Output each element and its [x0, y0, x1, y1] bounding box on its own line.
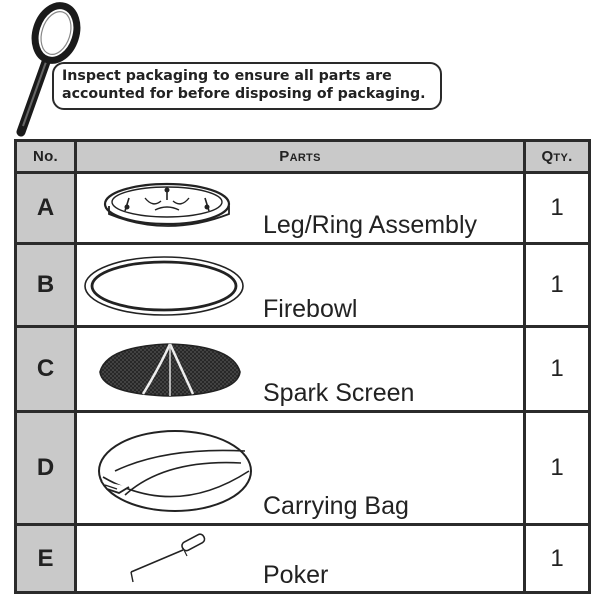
- part-number: E: [14, 523, 77, 594]
- notice-line-1: Inspect packaging to ensure all parts ar…: [62, 68, 392, 84]
- table-row: A Leg/Ring Assembly 1: [14, 171, 591, 245]
- part-number: B: [14, 242, 77, 328]
- part-number: C: [14, 325, 77, 413]
- parts-table: No. Parts Qty. A Leg/Ring Assembly 1: [14, 139, 591, 594]
- poker-icon: [130, 533, 206, 583]
- part-quantity: 1: [523, 325, 591, 413]
- part-quantity: 1: [523, 523, 591, 594]
- part-cell: Spark Screen: [74, 325, 526, 413]
- column-header-parts: Parts: [74, 139, 526, 174]
- part-cell: Poker: [74, 523, 526, 594]
- part-quantity: 1: [523, 171, 591, 245]
- table-row: C Spark Screen 1: [14, 325, 591, 413]
- part-cell: Firebowl: [74, 242, 526, 328]
- part-number: A: [14, 171, 77, 245]
- inspect-packaging-notice: Inspect packaging to ensure all parts ar…: [52, 62, 442, 110]
- spark-screen-icon: [99, 343, 241, 397]
- firebowl-icon: [84, 256, 244, 316]
- part-number: D: [14, 410, 77, 526]
- notice-line-2: accounted for before disposing of packag…: [62, 86, 426, 102]
- table-header-row: No. Parts Qty.: [14, 139, 591, 174]
- column-header-no: No.: [14, 139, 77, 174]
- table-row: D Carrying Bag 1: [14, 410, 591, 526]
- part-name: Poker: [263, 561, 329, 589]
- part-quantity: 1: [523, 410, 591, 526]
- part-name: Spark Screen: [263, 379, 415, 407]
- part-cell: Leg/Ring Assembly: [74, 171, 526, 245]
- leg-ring-assembly-icon: [103, 182, 231, 227]
- magnifying-glass-icon: [16, 2, 81, 137]
- part-cell: Carrying Bag: [74, 410, 526, 526]
- carrying-bag-icon: [98, 430, 252, 512]
- part-name: Firebowl: [263, 295, 358, 323]
- column-header-qty: Qty.: [523, 139, 591, 174]
- part-quantity: 1: [523, 242, 591, 328]
- table-row: E Poker 1: [14, 523, 591, 594]
- part-name: Carrying Bag: [263, 492, 409, 520]
- table-row: B Firebowl 1: [14, 242, 591, 328]
- part-name: Leg/Ring Assembly: [263, 211, 478, 239]
